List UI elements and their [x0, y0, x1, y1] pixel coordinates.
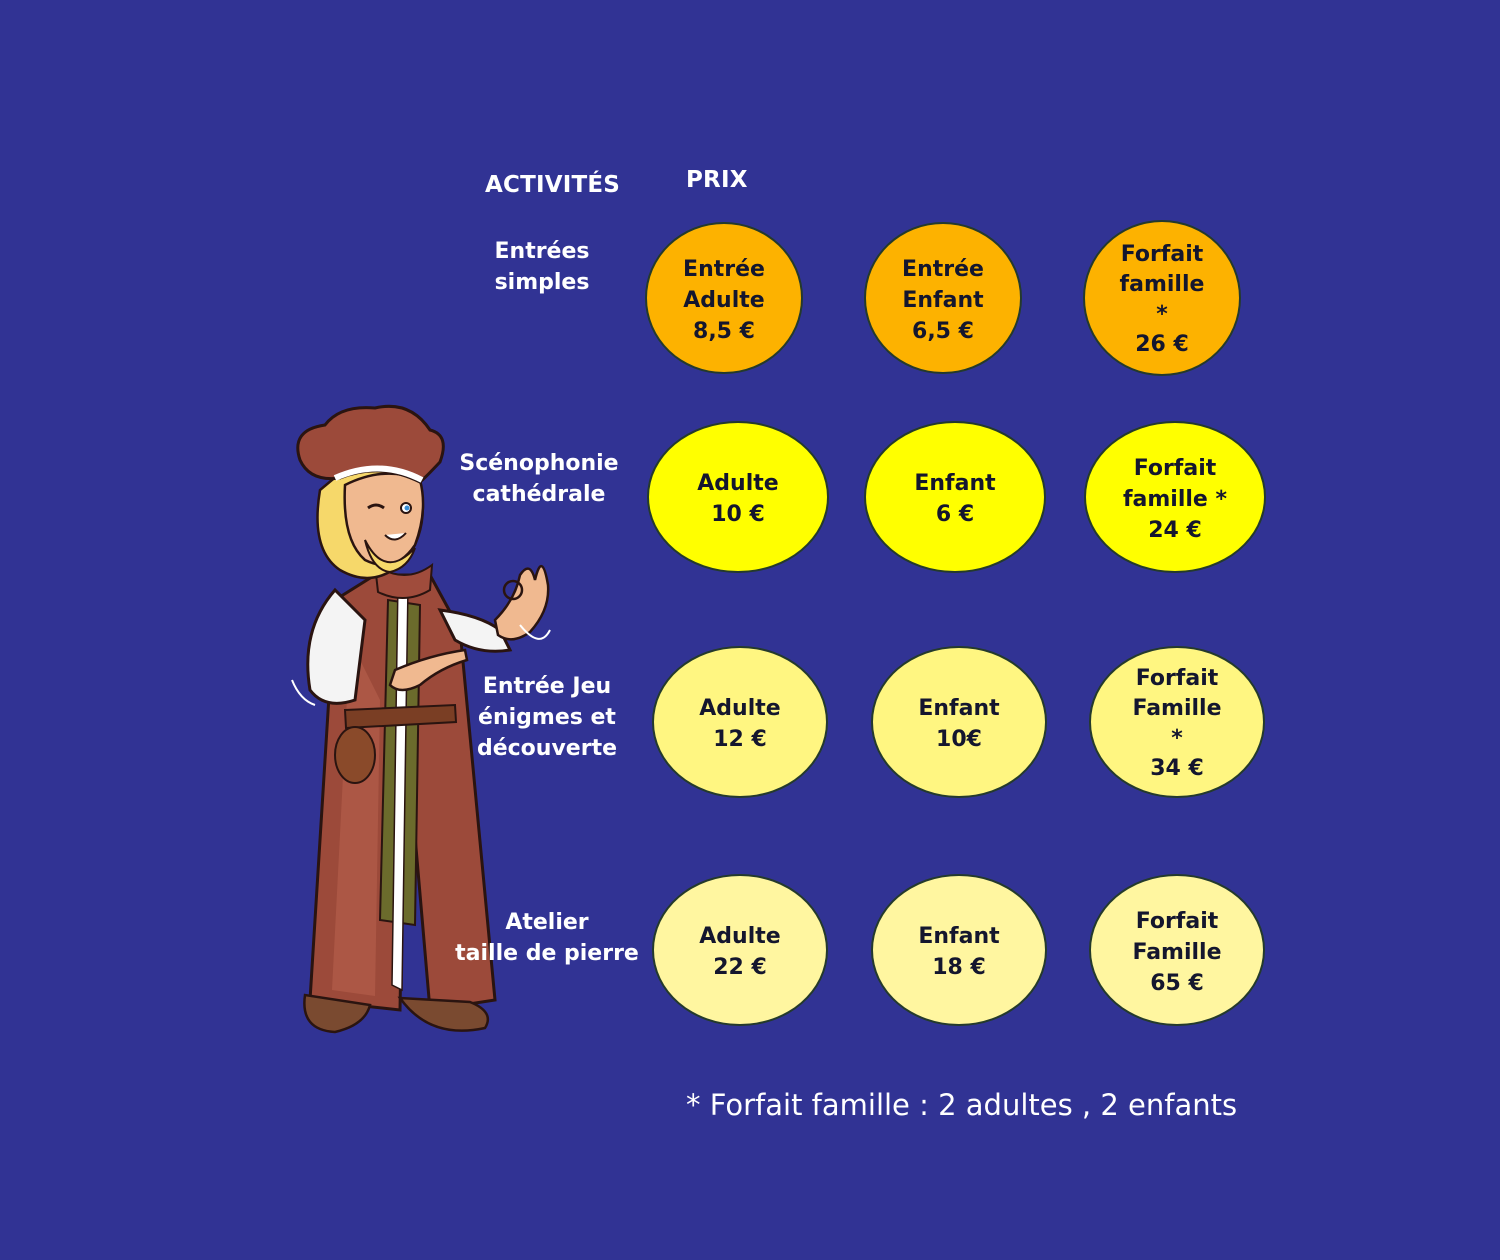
price-line: 26 € [1135, 332, 1189, 357]
price-line: 8,5 € [693, 318, 755, 344]
price-line: 65 € [1150, 970, 1204, 996]
price-circle-scenophonie-adulte: Adulte 10 € [647, 421, 829, 573]
price-line: Famille [1132, 939, 1222, 965]
price-line: Entrée [683, 256, 765, 282]
price-line: 10 € [711, 502, 765, 527]
price-line: 12 € [713, 727, 767, 752]
row-label-line: découverte [476, 736, 618, 761]
price-line: 6,5 € [912, 318, 974, 344]
price-line: 22 € [713, 955, 767, 980]
row-label-scenophonie: Scénophonie cathédrale [429, 448, 649, 510]
row-label-line: simples [494, 270, 590, 295]
price-line: Adulte [697, 471, 779, 496]
row-label-entrees-simples: Entrées simples [432, 236, 652, 298]
row-label-line: Entrée Jeu [482, 674, 612, 699]
price-line: 18 € [932, 955, 986, 980]
price-line: Adulte [683, 287, 765, 313]
price-circle-atelier-enfant: Enfant 18 € [871, 874, 1047, 1026]
price-circle-entree-adulte: Entrée Adulte 8,5 € [645, 222, 803, 374]
price-line: * [1156, 302, 1168, 327]
row-label-line: Scénophonie [459, 451, 619, 476]
price-line: Enfant [918, 924, 1000, 949]
price-line: Enfant [914, 471, 996, 496]
price-line: Adulte [699, 696, 781, 721]
price-line: Enfant [902, 287, 984, 313]
price-line: famille * [1122, 486, 1228, 512]
price-line: Adulte [699, 924, 781, 949]
price-line: 34 € [1150, 756, 1204, 781]
price-circle-scenophonie-famille: Forfait famille * 24 € [1084, 421, 1266, 573]
price-line: * [1171, 726, 1183, 751]
row-label-line: Entrées [494, 239, 590, 264]
price-line: 10€ [936, 727, 982, 752]
footnote-forfait-famille: * Forfait famille : 2 adultes , 2 enfant… [686, 1088, 1238, 1122]
price-line: famille [1119, 272, 1205, 297]
price-line: Entrée [902, 256, 984, 282]
row-label-line: cathédrale [472, 482, 606, 507]
price-circle-entree-enfant: Entrée Enfant 6,5 € [864, 222, 1022, 374]
price-line: Enfant [918, 696, 1000, 721]
price-circle-jeu-adulte: Adulte 12 € [652, 646, 828, 798]
price-line: Forfait [1120, 242, 1204, 267]
activites-header: ACTIVITÉS [485, 172, 621, 198]
price-line: Forfait [1135, 666, 1219, 691]
price-line: Famille [1132, 696, 1222, 721]
price-line: Forfait [1133, 455, 1217, 481]
row-label-line: Atelier [505, 910, 589, 935]
price-circle-atelier-famille: Forfait Famille 65 € [1089, 874, 1265, 1026]
price-line: Forfait [1135, 908, 1219, 934]
price-line: 24 € [1148, 517, 1202, 543]
price-circle-jeu-famille: Forfait Famille * 34 € [1089, 646, 1265, 798]
price-line: 6 € [935, 502, 975, 527]
price-circle-atelier-adulte: Adulte 22 € [652, 874, 828, 1026]
price-circle-scenophonie-enfant: Enfant 6 € [864, 421, 1046, 573]
row-label-line: énigmes et [478, 705, 616, 730]
row-label-line: taille de pierre [455, 941, 639, 966]
prix-header: PRIX [686, 167, 748, 193]
medieval-guide-character-icon [291, 404, 551, 1034]
row-label-jeu-enigmes: Entrée Jeu énigmes et découverte [437, 671, 657, 764]
price-circle-jeu-enfant: Enfant 10€ [871, 646, 1047, 798]
price-circle-forfait-famille: Forfait famille * 26 € [1083, 220, 1241, 376]
row-label-atelier: Atelier taille de pierre [437, 907, 657, 969]
